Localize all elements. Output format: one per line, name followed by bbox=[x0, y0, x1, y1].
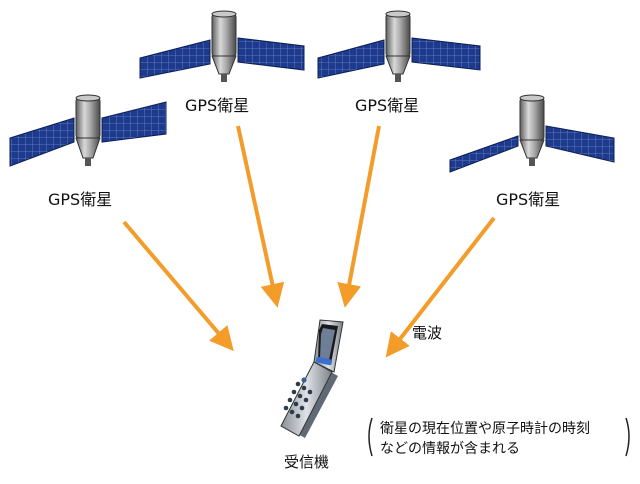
satellite-body bbox=[75, 97, 101, 139]
solar-panel-left bbox=[139, 39, 211, 79]
solar-panel-right bbox=[411, 37, 481, 71]
solar-panel-right bbox=[101, 101, 167, 143]
info-line: などの情報が含まれる bbox=[380, 441, 520, 457]
signal-arrow bbox=[122, 220, 234, 352]
info-bracket-right bbox=[625, 417, 630, 457]
solar-panel-right bbox=[237, 37, 305, 71]
satellite-label: GPS衛星 bbox=[48, 190, 113, 209]
solar-panel-right bbox=[545, 125, 615, 163]
gps-satellite bbox=[317, 10, 481, 82]
signal-arrow bbox=[337, 125, 381, 308]
satellite-body bbox=[385, 13, 411, 57]
receiver-phone-icon bbox=[280, 319, 344, 438]
info-bracket-left bbox=[368, 417, 373, 457]
info-line: 衛星の現在位置や原子時計の時刻 bbox=[380, 421, 590, 437]
signal-arrow bbox=[385, 216, 496, 358]
gps-satellite bbox=[9, 94, 167, 167]
gps-satellite bbox=[449, 94, 615, 173]
satellite-label: GPS衛星 bbox=[355, 96, 420, 115]
radio-wave-label: 電波 bbox=[412, 324, 443, 342]
satellite-label: GPS衛星 bbox=[496, 190, 561, 209]
gps-satellite bbox=[139, 10, 305, 82]
solar-panel-left bbox=[9, 117, 75, 167]
satellite-body bbox=[519, 97, 545, 141]
receiver-label: 受信機 bbox=[284, 453, 330, 471]
satellite-label: GPS衛星 bbox=[185, 96, 250, 115]
solar-panel-left bbox=[449, 135, 519, 173]
satellite-body bbox=[211, 13, 237, 57]
solar-panel-left bbox=[317, 39, 385, 79]
info-note: 衛星の現在位置や原子時計の時刻 などの情報が含まれる bbox=[364, 414, 640, 462]
signal-arrow bbox=[236, 125, 285, 308]
